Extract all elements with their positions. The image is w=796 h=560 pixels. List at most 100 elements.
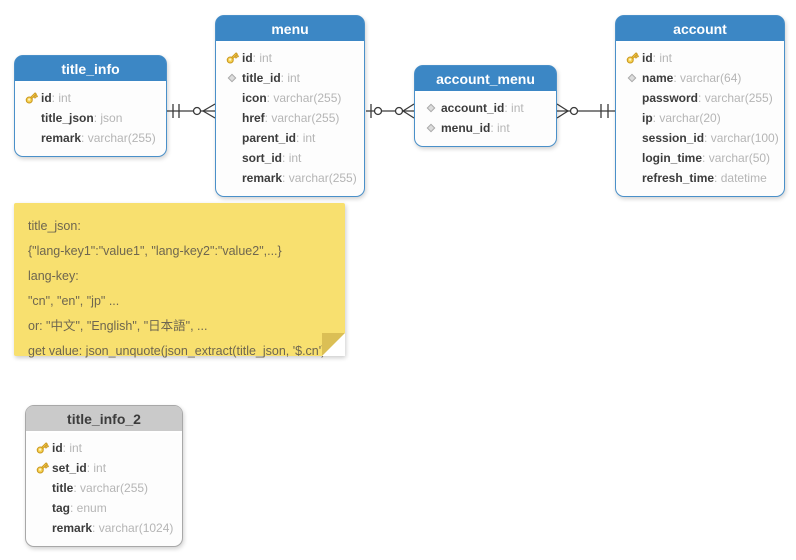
table-body: id int title_json json remark varchar(25… xyxy=(15,83,166,156)
field-type: int xyxy=(52,91,71,105)
table-row: id int xyxy=(621,48,778,68)
table-title: account xyxy=(673,21,727,37)
note-line: lang-key: xyxy=(28,269,79,283)
field-type: datetime xyxy=(714,171,767,185)
table-row: menu_id int xyxy=(420,118,550,138)
note-line: "cn", "en", "jp" ... xyxy=(28,294,120,308)
field-name: password xyxy=(642,91,699,105)
table-row: name varchar(64) xyxy=(621,68,778,88)
table-row: id int xyxy=(20,88,160,108)
table-row: ip varchar(20) xyxy=(621,108,778,128)
field-name: id xyxy=(642,51,653,65)
primary-key-icon xyxy=(31,461,52,475)
field-name: session_id xyxy=(642,131,705,145)
relationship-title_info-menu[interactable] xyxy=(167,103,216,119)
table-header[interactable]: account xyxy=(616,16,784,43)
field-name: login_time xyxy=(642,151,703,165)
field-name: title xyxy=(52,481,74,495)
field-name: title_json xyxy=(41,111,94,125)
table-row: title_json json xyxy=(20,108,160,128)
field-name: account_id xyxy=(441,101,505,115)
sticky-note[interactable]: title_json: {"lang-key1":"value1", "lang… xyxy=(14,203,345,358)
table-title: account_menu xyxy=(436,71,535,87)
foreign-key-icon xyxy=(221,72,242,84)
table-header[interactable]: title_info xyxy=(15,56,166,83)
table-body: id int name varchar(64) password varchar… xyxy=(616,43,784,196)
table-row: refresh_time datetime xyxy=(621,168,778,188)
field-type: varchar(255) xyxy=(81,131,156,145)
primary-key-icon xyxy=(221,51,242,65)
note-line: title_json: xyxy=(28,219,81,233)
foreign-key-icon xyxy=(621,72,642,84)
field-type: int xyxy=(87,461,106,475)
table-row: href varchar(255) xyxy=(221,108,358,128)
table-row: remark varchar(255) xyxy=(221,168,358,188)
field-type: int xyxy=(282,151,302,165)
table-title: title_info_2 xyxy=(67,411,141,427)
field-name: id xyxy=(41,91,52,105)
table-row: session_id varchar(100) xyxy=(621,128,779,148)
entity-table-title_info_2[interactable]: title_info_2 id int set_id int title var… xyxy=(25,405,183,547)
field-name: set_id xyxy=(52,461,87,475)
field-type: int xyxy=(63,441,82,455)
entity-table-account_menu[interactable]: account_menu account_id int menu_id int xyxy=(414,65,557,147)
table-row: set_id int xyxy=(31,458,176,478)
note-line: or: "中文", "English", "日本語", ... xyxy=(28,319,208,333)
relationship-menu-account_menu[interactable] xyxy=(366,103,415,119)
field-name: name xyxy=(642,71,674,85)
entity-table-account[interactable]: account id int name varchar(64) password… xyxy=(615,15,785,197)
table-row: id int xyxy=(31,438,176,458)
field-type: enum xyxy=(70,501,107,515)
table-row: remark varchar(1024) xyxy=(31,518,176,538)
table-row: account_id int xyxy=(420,98,550,118)
field-name: title_id xyxy=(242,71,281,85)
field-name: parent_id xyxy=(242,131,297,145)
field-type: int xyxy=(253,51,272,65)
table-row: remark varchar(255) xyxy=(20,128,160,148)
field-name: href xyxy=(242,111,265,125)
field-type: varchar(50) xyxy=(702,151,770,165)
relationship-account_menu-account[interactable] xyxy=(556,103,615,119)
primary-key-icon xyxy=(20,91,41,105)
field-type: varchar(255) xyxy=(698,91,773,105)
field-name: remark xyxy=(52,521,93,535)
table-title: title_info xyxy=(61,61,120,77)
table-row: password varchar(255) xyxy=(621,88,778,108)
table-row: tag enum xyxy=(31,498,176,518)
table-body: id int set_id int title varchar(255) tag… xyxy=(26,433,182,546)
table-header[interactable]: title_info_2 xyxy=(26,406,182,433)
field-type: varchar(255) xyxy=(265,111,339,125)
table-title: menu xyxy=(271,21,309,37)
primary-key-icon xyxy=(621,51,642,65)
table-row: title varchar(255) xyxy=(31,478,176,498)
note-line: {"lang-key1":"value1", "lang-key2":"valu… xyxy=(28,244,282,258)
entity-table-menu[interactable]: menu id int title_id int icon varchar(25… xyxy=(215,15,365,197)
note-folded-corner-icon xyxy=(322,333,345,356)
field-name: icon xyxy=(242,91,267,105)
entity-table-title_info[interactable]: title_info id int title_json json remark… xyxy=(14,55,167,157)
table-row: sort_id int xyxy=(221,148,358,168)
table-header[interactable]: menu xyxy=(216,16,364,43)
field-name: menu_id xyxy=(441,121,491,135)
field-type: varchar(20) xyxy=(653,111,720,125)
field-type: int xyxy=(296,131,316,145)
field-type: json xyxy=(94,111,122,125)
foreign-key-icon xyxy=(420,122,441,134)
field-type: varchar(100) xyxy=(704,131,779,145)
table-row: id int xyxy=(221,48,358,68)
field-name: sort_id xyxy=(242,151,283,165)
field-type: int xyxy=(281,71,300,85)
table-row: title_id int xyxy=(221,68,358,88)
table-body: id int title_id int icon varchar(255) hr… xyxy=(216,43,364,196)
field-type: int xyxy=(504,101,524,115)
field-name: tag xyxy=(52,501,70,515)
table-row: parent_id int xyxy=(221,128,358,148)
table-row: icon varchar(255) xyxy=(221,88,358,108)
table-header[interactable]: account_menu xyxy=(415,66,556,93)
table-row: login_time varchar(50) xyxy=(621,148,778,168)
field-type: varchar(255) xyxy=(282,171,357,185)
table-body: account_id int menu_id int xyxy=(415,93,556,146)
field-type: varchar(64) xyxy=(673,71,741,85)
note-line: get value: json_unquote(json_extract(tit… xyxy=(28,344,326,358)
